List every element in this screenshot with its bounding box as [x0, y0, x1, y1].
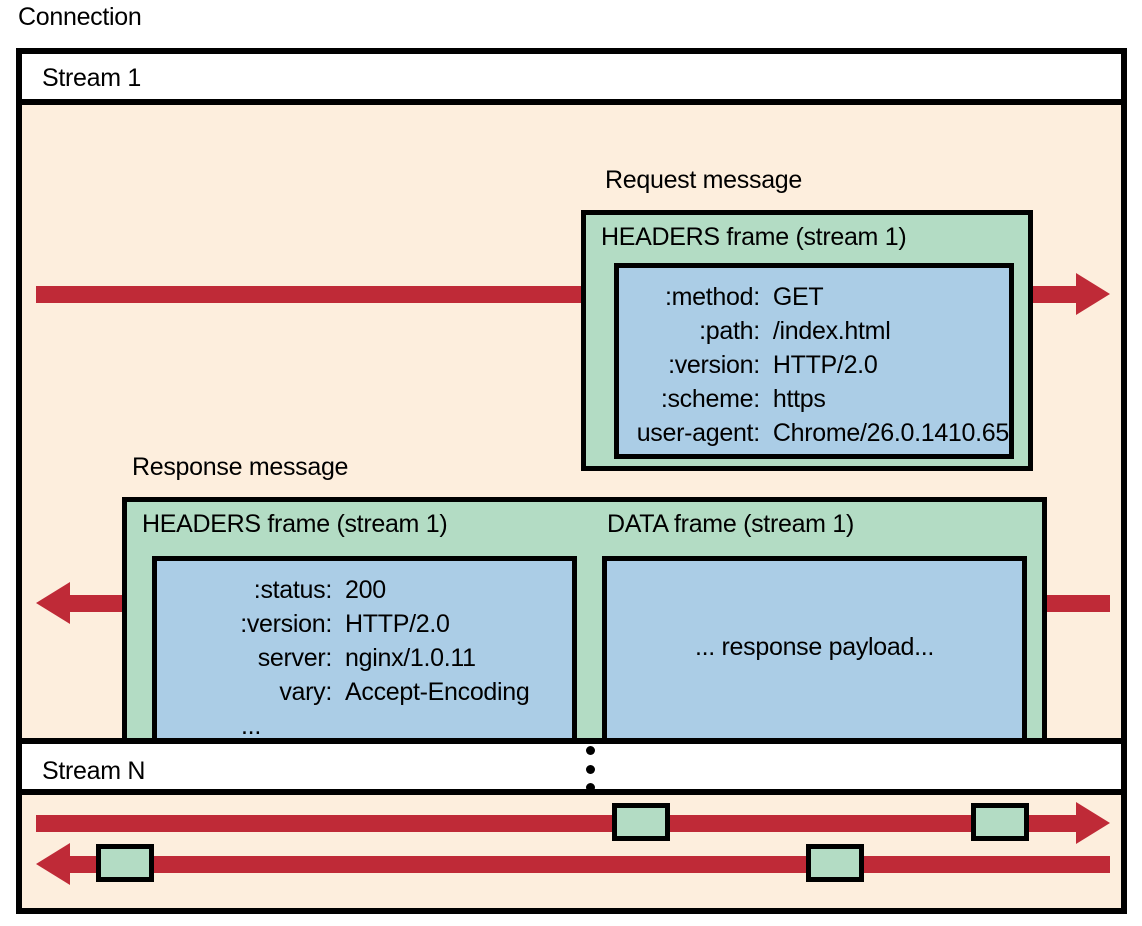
- stream-1-title: Stream 1: [42, 64, 142, 92]
- request-headers-payload: :method: GET :path: /index.html :version…: [614, 263, 1014, 459]
- header-key: :version:: [240, 610, 332, 638]
- stream-n-outbound-frame-chip: [612, 803, 670, 841]
- header-key: :status:: [253, 576, 333, 604]
- connection-label: Connection: [18, 3, 142, 31]
- connection-frame: Stream 1 Request message HEADERS frame (…: [16, 48, 1127, 914]
- header-value: https: [772, 385, 826, 413]
- ellipsis-dot: [585, 746, 595, 755]
- header-value: Chrome/26.0.1410.65: [772, 419, 1009, 447]
- table-row: :method: GET: [619, 280, 1009, 314]
- stream-n-outbound-arrow-head-icon: [1076, 802, 1110, 844]
- stream-1-title-band: Stream 1: [22, 54, 1121, 105]
- header-value: nginx/1.0.11: [345, 644, 476, 672]
- header-key: ...: [241, 712, 261, 740]
- table-row: vary: Accept-Encoding: [157, 675, 572, 709]
- header-value: GET: [772, 283, 824, 311]
- response-data-payload: ... response payload...: [602, 556, 1027, 746]
- table-row: user-agent: Chrome/26.0.1410.65: [619, 416, 1010, 450]
- header-key: :method:: [664, 283, 760, 311]
- table-row: ...: [157, 709, 572, 743]
- request-headers-frame-title: HEADERS frame (stream 1): [601, 223, 907, 251]
- header-value: /index.html: [772, 317, 891, 345]
- request-headers-table: :method: GET :path: /index.html :version…: [619, 280, 1010, 450]
- table-row: :version: HTTP/2.0: [157, 607, 572, 641]
- stream-n-outbound-frame-chip: [971, 803, 1029, 841]
- stream-n-inbound-arrow-shaft: [68, 856, 1110, 873]
- request-arrow-head-icon: [1076, 273, 1110, 315]
- response-message-frame: HEADERS frame (stream 1) DATA frame (str…: [122, 497, 1047, 772]
- header-key: vary:: [279, 678, 332, 706]
- header-key: server:: [257, 644, 333, 672]
- table-row: :version: HTTP/2.0: [619, 348, 1009, 382]
- stream-n-outbound-arrow-shaft: [36, 815, 1078, 832]
- table-row: :scheme: https: [619, 382, 1009, 416]
- stream-n-inbound-frame-chip: [96, 844, 154, 882]
- table-row: :status: 200: [157, 573, 572, 607]
- header-key: :scheme:: [660, 385, 760, 413]
- request-headers-frame: HEADERS frame (stream 1) :method: GET :p…: [581, 210, 1033, 471]
- response-arrow-head-icon: [36, 582, 70, 624]
- response-payload-text: ... response payload...: [694, 633, 935, 661]
- response-headers-frame-title: HEADERS frame (stream 1): [142, 510, 448, 538]
- response-headers-payload: :status: 200 :version: HTTP/2.0 server: …: [152, 556, 577, 746]
- stream-n-inbound-arrow-head-icon: [36, 843, 70, 885]
- header-value: 200: [345, 576, 386, 604]
- ellipsis-dot: [585, 783, 595, 792]
- header-value: HTTP/2.0: [345, 610, 450, 638]
- table-row: server: nginx/1.0.11: [157, 641, 572, 675]
- header-value: HTTP/2.0: [772, 351, 878, 379]
- stream-n-title-band: Stream N: [22, 738, 1121, 795]
- response-message-label: Response message: [132, 453, 349, 481]
- stream-n-title: Stream N: [42, 757, 146, 785]
- header-value: Accept-Encoding: [345, 678, 530, 706]
- vertical-ellipsis-icon: [570, 746, 610, 792]
- header-key: :path:: [699, 317, 760, 345]
- ellipsis-dot: [585, 764, 595, 774]
- response-data-frame-title: DATA frame (stream 1): [607, 510, 854, 538]
- header-key: user-agent:: [636, 419, 760, 447]
- response-headers-table: :status: 200 :version: HTTP/2.0 server: …: [157, 573, 572, 743]
- stream-n-inbound-frame-chip: [806, 844, 864, 882]
- request-message-label: Request message: [605, 166, 803, 194]
- table-row: :path: /index.html: [619, 314, 1009, 348]
- header-key: :version:: [668, 351, 760, 379]
- stream-n-outbound-arrow: [36, 802, 1110, 844]
- stream-n-inbound-arrow: [36, 843, 1110, 885]
